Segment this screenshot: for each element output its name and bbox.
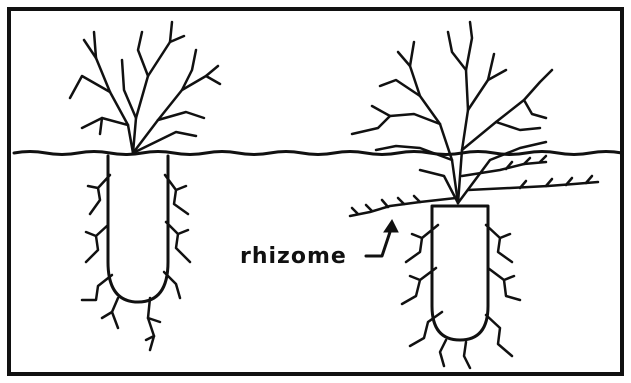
diagram-frame [9,9,622,374]
rhizome-label: rhizome [240,244,347,269]
